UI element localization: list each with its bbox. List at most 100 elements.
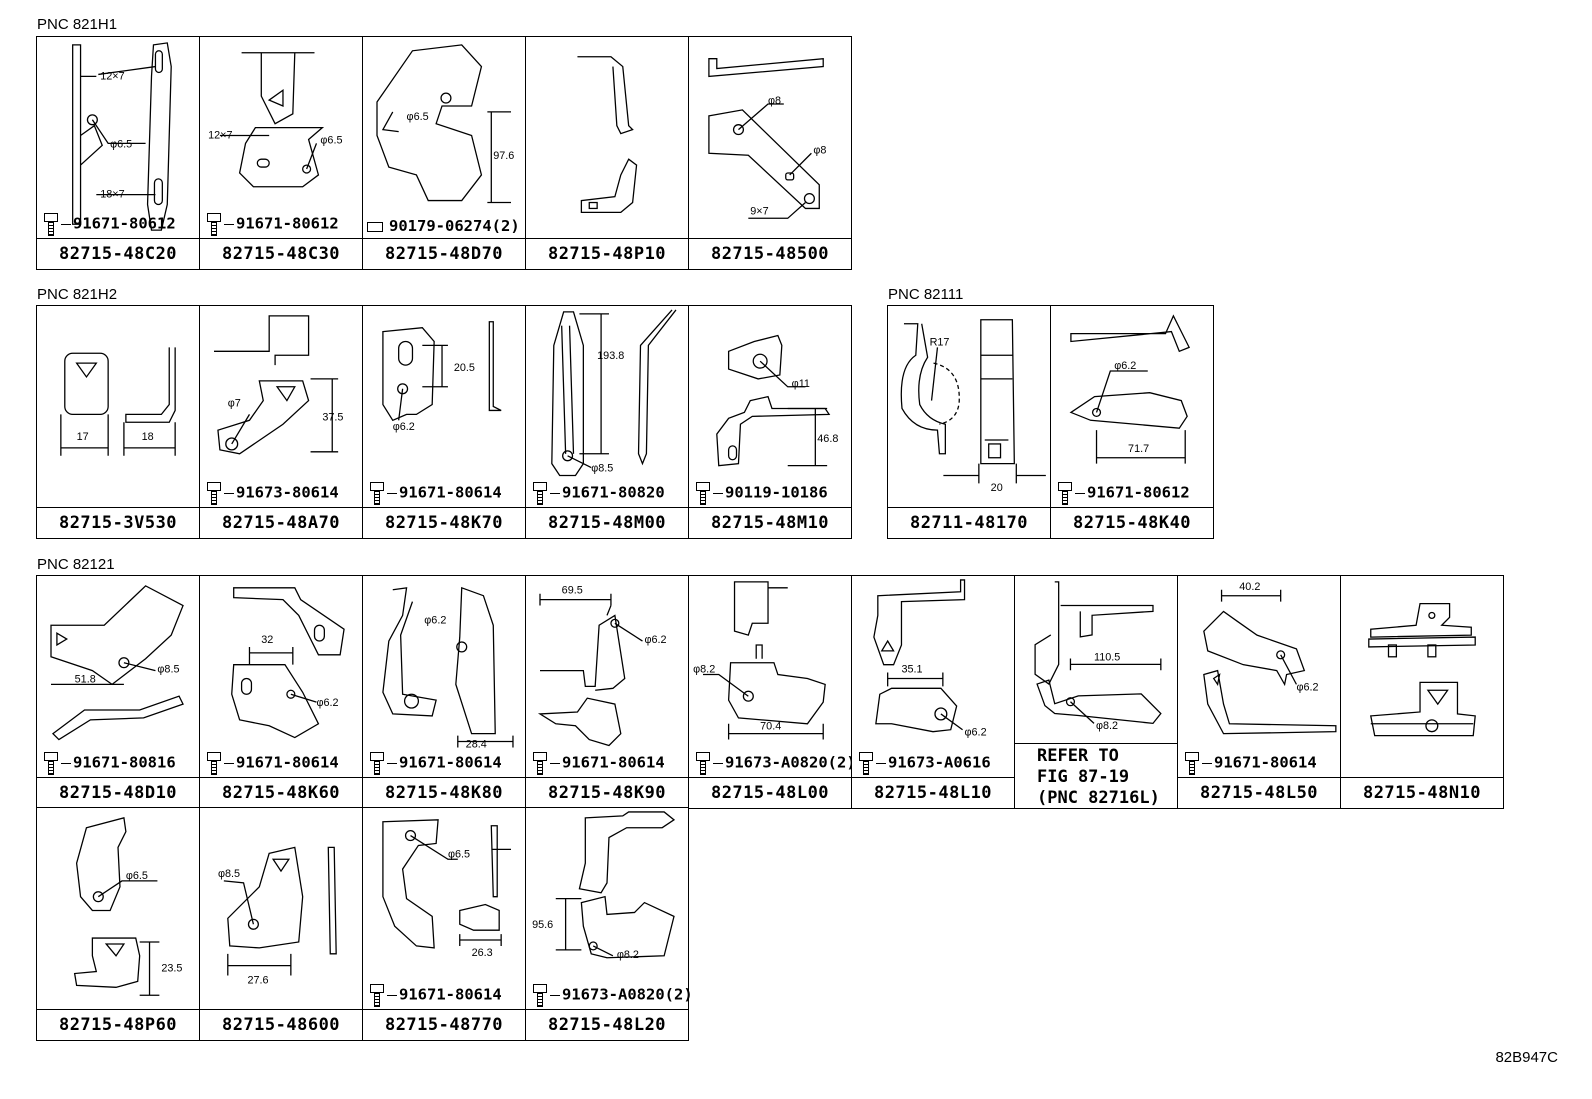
part-cell[interactable]: φ6.2 28.4 91671-80614 82715-48K80	[362, 575, 526, 809]
part-number[interactable]: 82715-48770	[384, 1015, 504, 1035]
bolt-callout: 91671-80614	[530, 752, 665, 775]
part-cell[interactable]: φ6.5 26.3 91671-80614 82715-48770	[362, 807, 526, 1041]
refer-note: REFER TO FIG 87-19 (PNC 82716L)	[1037, 746, 1160, 808]
part-cell[interactable]: φ6.2 71.7 91671-80612 82715-48K40	[1050, 305, 1214, 539]
svg-text:φ6.5: φ6.5	[320, 134, 342, 146]
part-cell[interactable]: 69.5 φ6.2 91671-80614 82715-48K90	[525, 575, 689, 809]
part-number[interactable]: 82715-48600	[221, 1015, 341, 1035]
part-drawing: 17 18	[37, 306, 199, 508]
svg-text:φ6.2: φ6.2	[644, 634, 666, 646]
part-number[interactable]: 82715-48P10	[547, 244, 667, 264]
part-number[interactable]: 82715-48A70	[221, 513, 341, 533]
part-number[interactable]: 82715-48K40	[1072, 513, 1192, 533]
svg-text:26.3: 26.3	[472, 947, 493, 959]
part-number[interactable]: 82715-48M10	[710, 513, 830, 533]
svg-text:φ8.2: φ8.2	[693, 664, 715, 676]
bolt-callout: 91671-80820	[530, 482, 665, 505]
svg-text:φ6.5: φ6.5	[126, 870, 148, 882]
bolt-icon	[204, 482, 222, 505]
svg-text:32: 32	[261, 634, 273, 646]
part-number[interactable]: 82715-48N10	[1362, 783, 1482, 803]
part-drawing: 95.6 φ8.2	[526, 808, 688, 1010]
bolt-callout: 91671-80816	[41, 752, 176, 775]
part-number[interactable]	[1015, 778, 1177, 808]
part-drawing: φ8 φ8 9×7	[689, 37, 851, 239]
svg-text:12×7: 12×7	[208, 129, 232, 141]
part-number[interactable]: 82715-48L20	[547, 1015, 667, 1035]
part-cell[interactable]: 51.8 φ8.5 91671-80816 82715-48D10	[36, 575, 200, 809]
svg-text:18: 18	[142, 431, 154, 443]
part-number[interactable]: 82715-3V530	[58, 513, 178, 533]
svg-text:φ8.2: φ8.2	[1096, 720, 1118, 732]
part-number[interactable]: 82715-48K70	[384, 513, 504, 533]
part-cell[interactable]: φ6.5 23.5 82715-48P60	[36, 807, 200, 1041]
part-drawing	[526, 37, 688, 239]
part-cell[interactable]: φ11 46.8 90119-10186 82715-48M10	[688, 305, 852, 539]
svg-text:φ8.2: φ8.2	[617, 949, 639, 961]
part-cell[interactable]: 32 φ6.2 91671-80614 82715-48K60	[199, 575, 363, 809]
part-cell[interactable]: 193.8 φ8.5 91671-80820 82715-48M00	[525, 305, 689, 539]
svg-text:35.1: 35.1	[901, 664, 922, 676]
part-drawing: R17 20	[888, 306, 1050, 508]
bolt-icon	[1055, 482, 1073, 505]
part-number[interactable]: 82715-48K80	[384, 783, 504, 803]
svg-text:9×7: 9×7	[750, 205, 768, 217]
part-number[interactable]: 82715-48M00	[547, 513, 667, 533]
bolt-icon	[41, 752, 59, 775]
bolt-icon	[204, 213, 222, 236]
part-drawing: 32 φ6.2	[200, 576, 362, 778]
svg-text:18×7: 18×7	[100, 189, 124, 201]
part-cell[interactable]: 35.1 φ6.2 91673-A0616 82715-48L10	[851, 575, 1015, 809]
part-number[interactable]: 82715-48D70	[384, 244, 504, 264]
part-number[interactable]: 82711-48170	[909, 513, 1029, 533]
bolt-callout: 90179-06274(2)	[367, 217, 520, 235]
part-number[interactable]: 82715-48K90	[547, 783, 667, 803]
part-number[interactable]: 82715-48D10	[58, 783, 178, 803]
bolt-icon	[367, 984, 385, 1007]
part-drawing	[1341, 576, 1503, 778]
part-drawing: φ7 37.5	[200, 306, 362, 508]
bolt-callout: 90119-10186	[693, 482, 828, 505]
part-number[interactable]: 82715-48L00	[710, 783, 830, 803]
part-cell[interactable]: φ7 37.5 91673-80614 82715-48A70	[199, 305, 363, 539]
bolt-icon	[1182, 752, 1200, 775]
part-drawing: 193.8 φ8.5	[526, 306, 688, 508]
part-cell[interactable]: φ8.5 27.6 82715-48600	[199, 807, 363, 1041]
part-cell[interactable]: φ6.5 97.6 90179-06274(2) 82715-48D70	[362, 36, 526, 270]
svg-text:φ6.2: φ6.2	[965, 727, 987, 739]
svg-text:20: 20	[991, 482, 1003, 494]
part-cell[interactable]: 20.5 φ6.2 91671-80614 82715-48K70	[362, 305, 526, 539]
svg-text:φ6.2: φ6.2	[424, 614, 446, 626]
part-cell[interactable]: 110.5 φ8.2 REFER TO FIG 87-19 (PNC 82716…	[1014, 575, 1178, 809]
part-number[interactable]: 82715-48L50	[1199, 783, 1319, 803]
nut-icon	[367, 221, 383, 232]
svg-text:17: 17	[77, 431, 89, 443]
part-drawing: φ6.2 71.7	[1051, 306, 1213, 508]
part-cell[interactable]: 12×7 φ6.5 91671-80612 82715-48C30	[199, 36, 363, 270]
part-cell[interactable]: 82715-48P10	[525, 36, 689, 270]
svg-text:95.6: 95.6	[532, 919, 553, 931]
part-cell[interactable]: R17 20 82711-48170	[887, 305, 1051, 539]
part-number[interactable]: 82715-48K60	[221, 783, 341, 803]
part-number[interactable]: 82715-48500	[710, 244, 830, 264]
part-drawing: 40.2 φ6.2	[1178, 576, 1340, 778]
section-label-821h1: PNC 821H1	[37, 16, 118, 33]
part-cell[interactable]: φ8.2 70.4 91673-A0820(2) 82715-48L00	[688, 575, 856, 809]
part-number[interactable]: 82715-48P60	[58, 1015, 178, 1035]
part-number[interactable]: 82715-48C30	[221, 244, 341, 264]
bolt-icon	[204, 752, 222, 775]
section-label-821h2: PNC 821H2	[37, 286, 118, 303]
part-number[interactable]: 82715-48C20	[58, 244, 178, 264]
bolt-callout: 91671-80612	[204, 213, 339, 236]
part-cell[interactable]: φ8 φ8 9×7 82715-48500	[688, 36, 852, 270]
svg-text:φ6.5: φ6.5	[110, 138, 132, 150]
part-cell[interactable]: 95.6 φ8.2 91673-A0820(2) 82715-48L20	[525, 807, 693, 1041]
svg-text:51.8: 51.8	[75, 673, 96, 685]
part-cell[interactable]: 82715-48N10	[1340, 575, 1504, 809]
svg-text:12×7: 12×7	[100, 70, 124, 82]
part-cell[interactable]: 40.2 φ6.2 91671-80614 82715-48L50	[1177, 575, 1341, 809]
bolt-icon	[41, 213, 59, 236]
part-cell[interactable]: 12×7 φ6.5 18×7 91671-80612 82715-48C20	[36, 36, 200, 270]
part-cell[interactable]: 17 18 82715-3V530	[36, 305, 200, 539]
part-number[interactable]: 82715-48L10	[873, 783, 993, 803]
